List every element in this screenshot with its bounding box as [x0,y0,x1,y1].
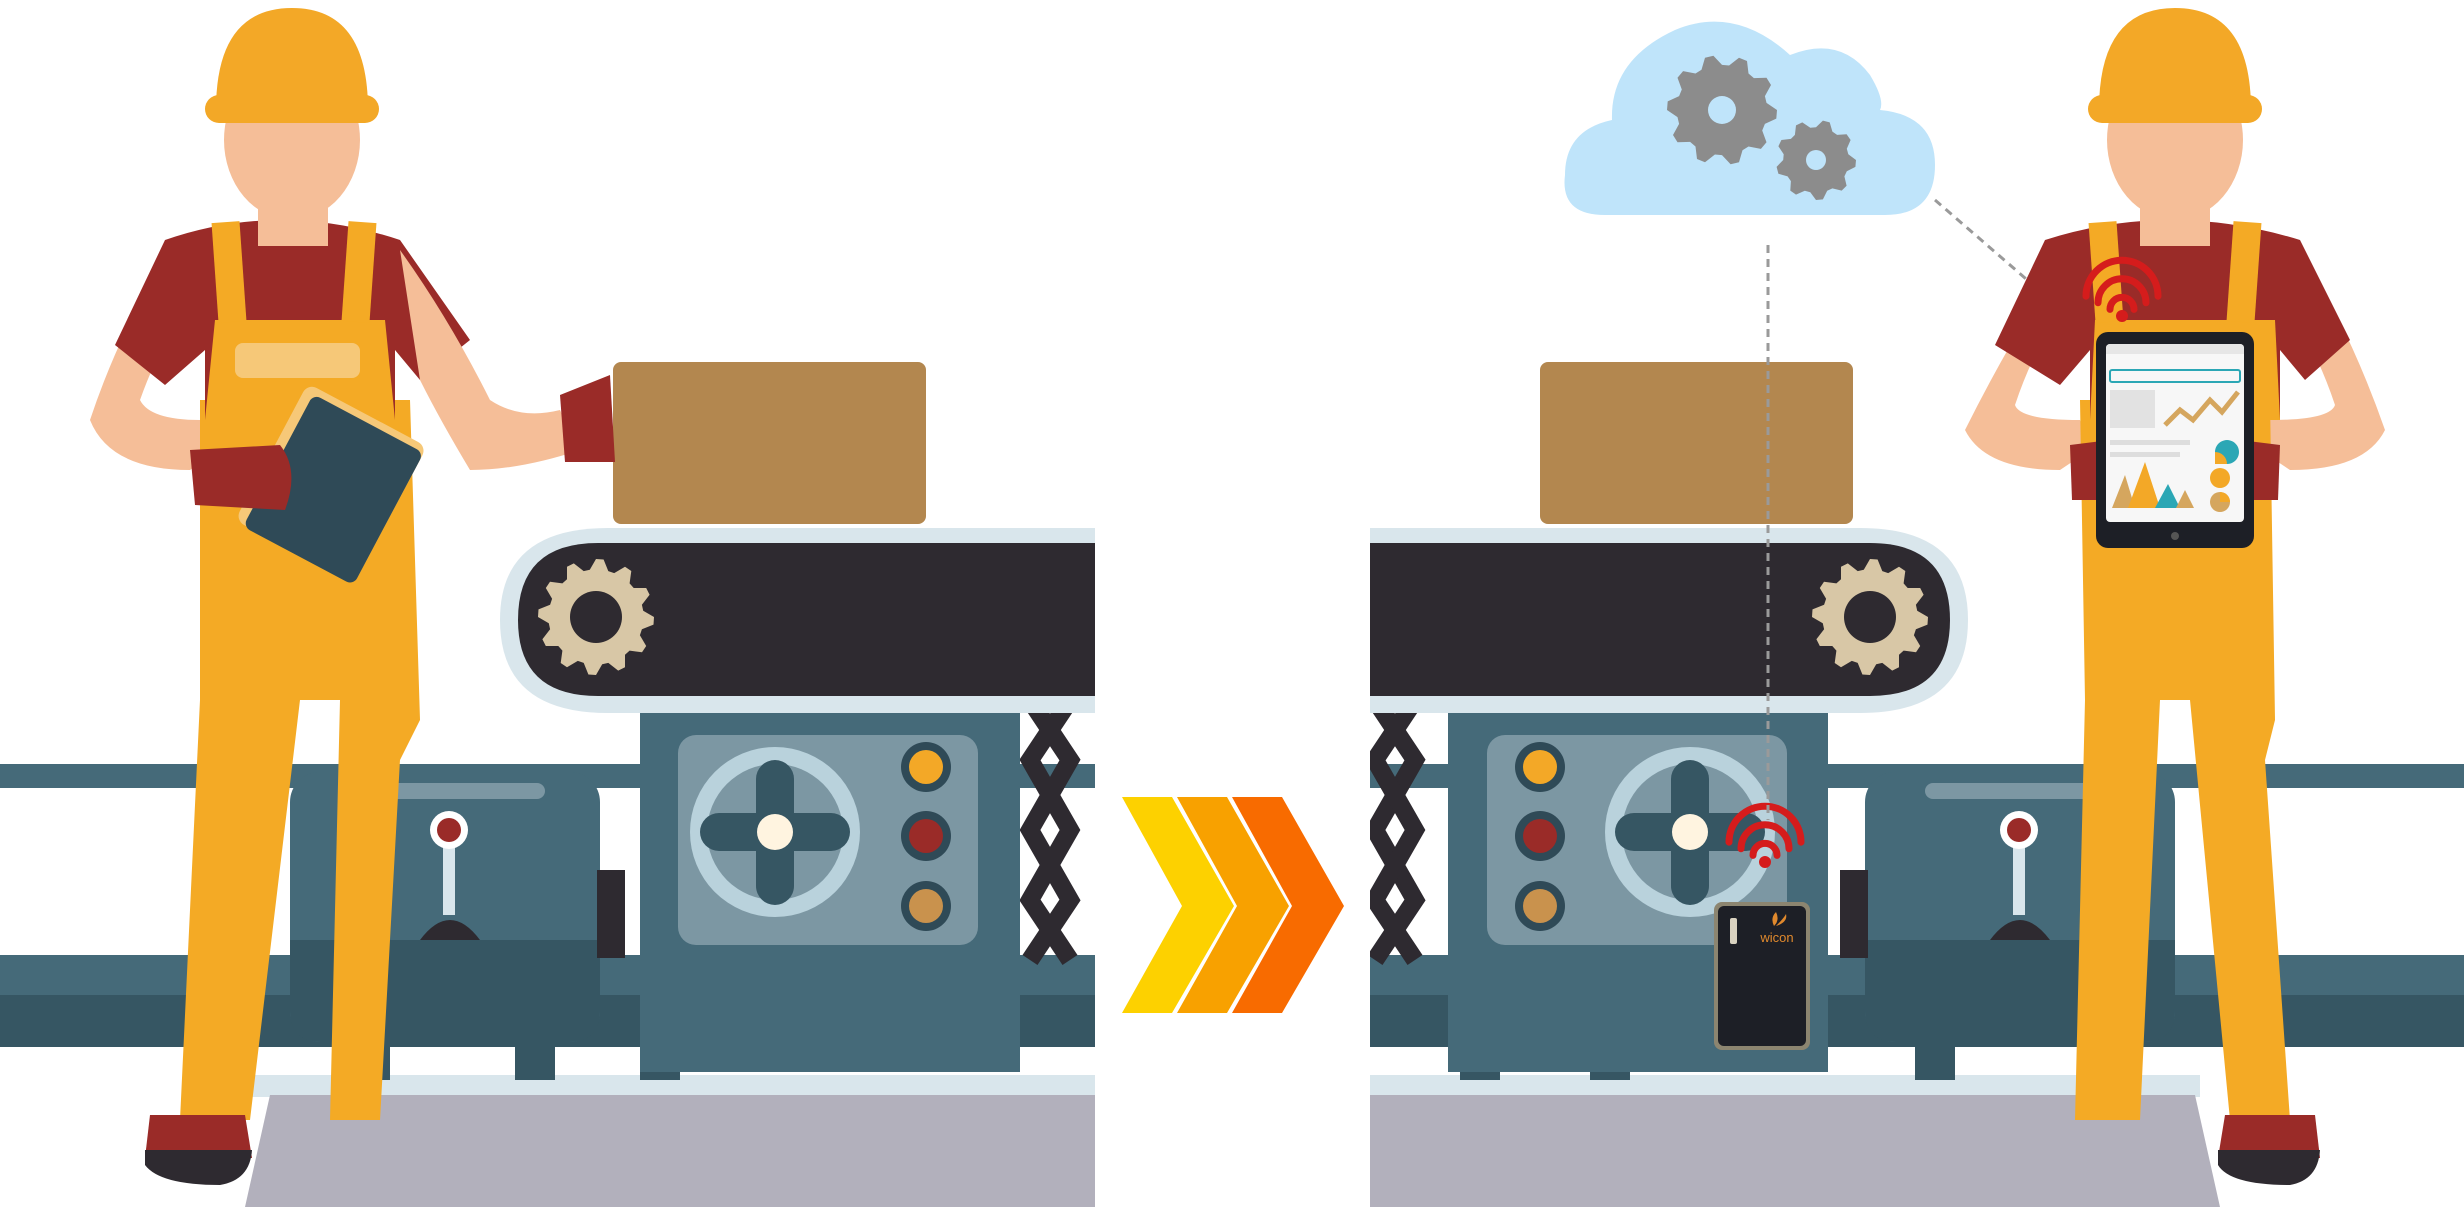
floor-right [1370,1075,2220,1207]
left-panel [0,8,1095,1207]
cloud-gears-icon [1564,21,1935,215]
control-box-left [640,712,1020,1072]
cloud-connection-lines [1766,198,2086,820]
wifi-icon [1725,802,1805,868]
floor-left [240,1075,1095,1207]
conveyor-right [1370,528,1968,713]
right-panel: wicon [1370,8,2464,1207]
chevron-1 [1122,797,1234,1013]
support-struts-right [1370,695,1426,965]
status-buttons-left [901,742,951,931]
chevron-arrows-icon [1122,797,1344,1013]
chevron-3 [1232,797,1344,1013]
clipboard-icon [238,386,424,583]
wifi-icon [2082,256,2162,322]
chevron-2 [1177,797,1289,1013]
tablet-dashboard-icon [2096,332,2254,548]
leaf-logo-icon [1772,912,1787,926]
status-buttons-right [1515,742,1565,931]
worker-right [1965,8,2385,1185]
device-brand-label: wicon [1759,930,1793,945]
gear-icon [1776,120,1856,200]
conveyor-gear-left [538,559,654,675]
iot-gateway-device: wicon [1714,902,1810,1050]
cardboard-box-right [1540,362,1853,524]
conveyor-gear-right [1812,559,1928,675]
gear-icon [1667,55,1777,165]
conveyor-left [500,528,1095,713]
support-struts-left [1019,695,1081,965]
worker-left [90,8,615,1185]
cardboard-box-left [613,362,926,524]
